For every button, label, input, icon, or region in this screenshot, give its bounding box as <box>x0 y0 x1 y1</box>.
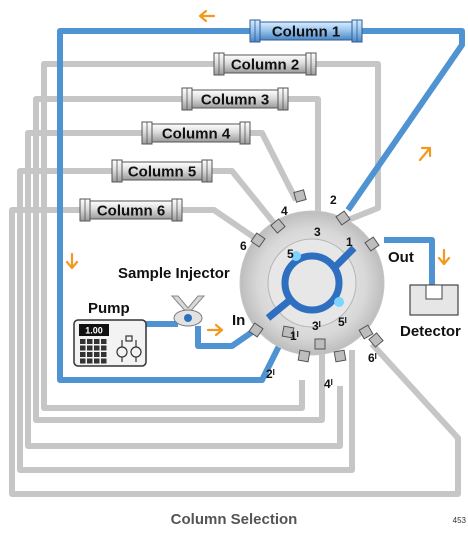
column-5: Column 5 <box>111 159 213 183</box>
figure-number: 453 <box>452 516 466 525</box>
column-label: Column 6 <box>97 203 165 220</box>
pump-key <box>101 345 107 351</box>
column-1: Column 1 <box>249 19 363 43</box>
valve-port-label: 1 <box>346 235 353 249</box>
column-1-inlet-tube <box>345 28 465 212</box>
column-6-loop-tube <box>9 207 461 497</box>
rotor-channel-in <box>265 297 293 321</box>
injector-port <box>184 314 192 322</box>
inlet-label: In <box>232 312 245 329</box>
valve-port-label: 4 <box>281 204 288 218</box>
pump-display-value: 1.00 <box>85 326 103 336</box>
column-4-loop-tube <box>25 130 343 449</box>
pump-display <box>79 324 109 336</box>
pump-key <box>80 352 86 357</box>
valve-port-fitting <box>248 322 264 338</box>
valve-port-fitting <box>358 324 374 340</box>
pump-key <box>87 352 93 357</box>
rotor-port-highlight <box>291 251 301 261</box>
column-label: Column 1 <box>272 24 340 41</box>
rotor-port-highlight <box>334 297 344 307</box>
sample-injector <box>170 295 206 327</box>
flow-arrow-down-detector <box>437 248 451 266</box>
flow-arrow-left <box>198 9 216 23</box>
pump-unit: 1.00 <box>73 319 147 367</box>
valve-outlet-port-label: 4ᴵ <box>324 377 333 391</box>
pump-key <box>101 358 107 364</box>
pump-key <box>94 339 100 344</box>
column-label: Column 5 <box>128 164 196 181</box>
valve-port-fitting <box>293 189 307 203</box>
valve-outlet-port-label: 2ᴵ <box>266 367 275 381</box>
pump-key <box>101 339 107 344</box>
valve-port-label: 5 <box>287 247 294 261</box>
column-3: Column 3 <box>181 87 289 111</box>
column-6-inlet-tube <box>182 207 260 243</box>
column-5-loop-tube <box>17 168 355 473</box>
detector-unit <box>409 284 459 316</box>
column-2-inlet-tube <box>316 61 381 225</box>
pump-key <box>101 352 107 357</box>
valve-port-fitting <box>250 232 266 248</box>
valve-outlet-port-label: 6ᴵ <box>368 351 377 365</box>
column-1-loop-tube <box>57 28 285 383</box>
valve-port-fitting <box>297 349 311 363</box>
detector-cell <box>425 284 443 300</box>
valve-port-label: 6 <box>240 239 247 253</box>
selection-valve <box>239 189 385 363</box>
column-4-inlet-tube <box>250 130 299 202</box>
flow-arrow-up-right <box>418 146 432 162</box>
outlet-label: Out <box>388 249 414 266</box>
valve-port-fitting <box>368 332 384 348</box>
valve-outlet-port-label: 5ᴵ <box>338 315 347 329</box>
pump-key <box>87 345 93 351</box>
pump-keypad <box>80 339 107 364</box>
valve-port-fitting <box>333 349 347 363</box>
rotor-channel <box>281 252 343 314</box>
valve-outlet-port-label: 1ᴵ <box>290 329 299 343</box>
pump-key <box>80 345 86 351</box>
column-label: Column 2 <box>231 57 299 74</box>
pump-key <box>80 339 86 344</box>
pump-key <box>94 345 100 351</box>
flow-arrow-down <box>65 252 79 270</box>
rotor-channel-out <box>331 245 357 271</box>
valve-rotor <box>267 238 357 328</box>
column-3-loop-tube <box>33 96 325 423</box>
injector-to-inlet-tube <box>195 325 260 349</box>
column-label: Column 4 <box>162 126 231 143</box>
pump-key <box>94 352 100 357</box>
column-label: Column 3 <box>201 92 269 109</box>
detector-label: Detector <box>400 323 461 340</box>
column-4: Column 4 <box>141 121 251 145</box>
pump-key <box>80 358 86 364</box>
column-3-inlet-tube <box>288 96 321 232</box>
column-5-inlet-tube <box>212 168 281 230</box>
valve-port-fitting <box>335 210 351 226</box>
pump-label: Pump <box>88 300 130 317</box>
valve-port-label: 2 <box>330 193 337 207</box>
sample-injector-label: Sample Injector <box>118 265 230 282</box>
valve-port-label: 3 <box>314 225 321 239</box>
column-6: Column 6 <box>79 198 183 222</box>
valve-port-fitting <box>270 218 286 234</box>
pump-key <box>87 339 93 344</box>
pump-key <box>94 358 100 364</box>
valve-port-fitting <box>281 325 295 339</box>
column-2-loop-tube <box>41 61 305 411</box>
outlet-to-detector-tube <box>384 237 435 290</box>
pump-schematic-icon <box>116 335 142 362</box>
figure-caption: Column Selection <box>170 511 298 528</box>
pump-key <box>87 358 93 364</box>
valve-port-fitting <box>314 338 326 350</box>
column-2: Column 2 <box>213 52 317 76</box>
valve-outlet-port-label: 3ᴵ <box>312 319 321 333</box>
valve-port-fitting <box>364 236 380 252</box>
flow-arrow-right <box>206 323 224 337</box>
